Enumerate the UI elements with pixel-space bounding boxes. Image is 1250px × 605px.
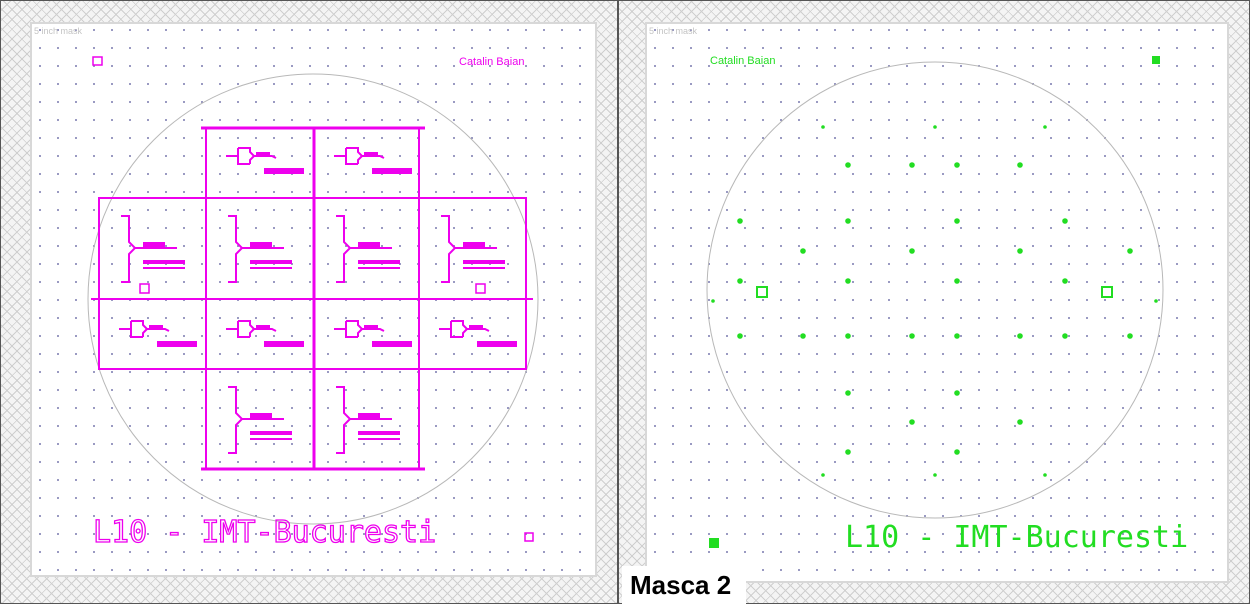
die [333,320,413,348]
mask-2-panel: 5 inch mask [618,0,1250,604]
mask-2-canvas: 5 inch mask [645,22,1229,583]
die [227,215,293,283]
die [225,320,305,348]
mask-1-panel: 5 inch mask [0,0,618,604]
mask-title: L10 - IMT-Bucuresti [93,515,436,550]
die-grid [91,126,533,471]
alignment-mark [475,283,486,294]
die [335,386,401,454]
wafer-outline [87,73,539,525]
alignment-mark [139,283,150,294]
die [118,320,198,348]
die [225,147,305,175]
author-label: Catalin Baian [459,56,524,68]
die [440,215,506,283]
die [227,386,293,454]
mask-size-label: 5 inch mask [34,26,83,36]
mask-size-label: 5 inch mask [649,26,698,36]
corner-mark [524,532,534,542]
die [438,320,518,348]
die [335,215,401,283]
corner-mark [92,56,103,66]
mask-1-layout: Catalin Baian L10 - IMT-Bucuresti [87,56,539,551]
die [333,147,413,175]
die [120,215,186,283]
figure-caption: Masca 2 [622,566,746,604]
